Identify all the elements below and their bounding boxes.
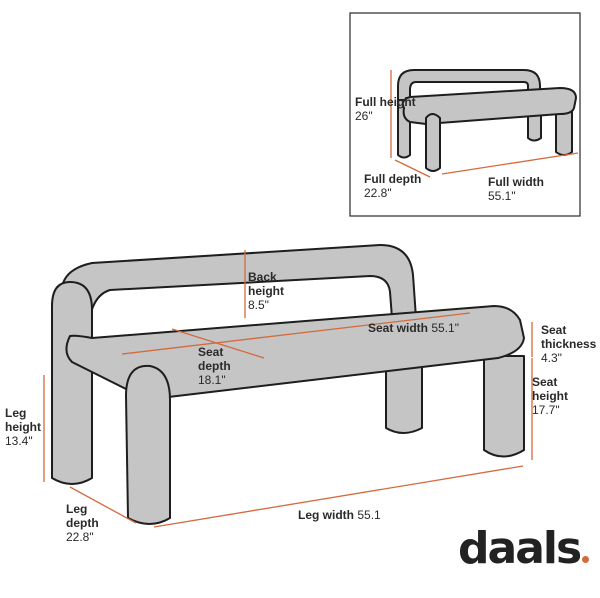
daals-logo: daals: [458, 523, 590, 574]
inset-bench: [397, 69, 577, 172]
label-seat-width: Seat width 55.1": [368, 321, 459, 335]
brand-dot-icon: [582, 556, 590, 563]
leg-width-line: [153, 465, 524, 528]
seat-depth-line: [171, 328, 265, 359]
inset-dimension-lines: [390, 70, 579, 178]
logo-text: daals: [458, 523, 582, 574]
leg-depth-line: [69, 486, 137, 524]
label-leg-width: Leg width 55.1: [298, 508, 381, 522]
main-bench: [51, 244, 525, 525]
seat-width-line: [121, 312, 471, 355]
main-dimension-lines: [43, 250, 533, 528]
